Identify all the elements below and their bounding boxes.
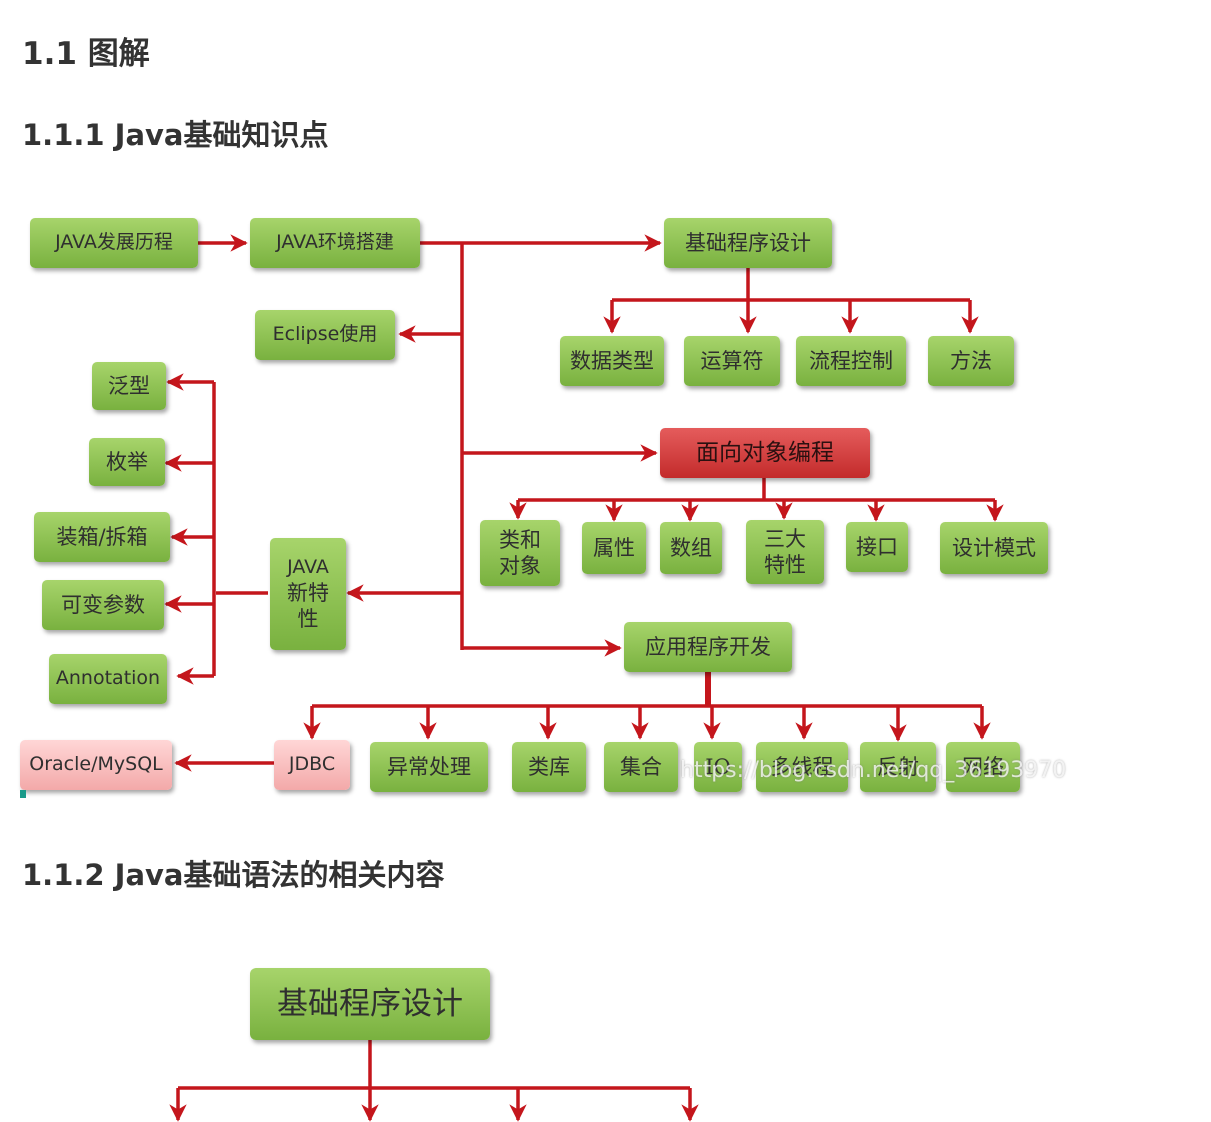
node-oracle-mysql: Oracle/MySQL (20, 740, 172, 790)
node-libraries: 类库 (512, 742, 586, 792)
node-reflection: 反射 (860, 742, 936, 792)
section-heading-1-1-1: 1.1.1 Java基础知识点 (22, 118, 329, 152)
node-three-features-line-2: 特性 (764, 553, 806, 577)
node-basic-design-root: 基础程序设计 (250, 968, 490, 1040)
section-heading-1-1-2: 1.1.2 Java基础语法的相关内容 (22, 858, 445, 892)
node-class-object: 类和 对象 (480, 520, 560, 586)
node-app-dev: 应用程序开发 (624, 622, 792, 672)
node-multithreading: 多线程 (756, 742, 848, 792)
node-annotation: Annotation (49, 654, 167, 704)
node-methods: 方法 (928, 336, 1014, 386)
node-network: 网络 (946, 742, 1020, 792)
node-new-features-line-2: 新特 (287, 580, 329, 605)
node-io: IO (694, 742, 742, 792)
node-new-features: JAVA 新特 性 (270, 538, 346, 650)
node-java-env: JAVA环境搭建 (250, 218, 420, 268)
node-eclipse: Eclipse使用 (255, 310, 395, 360)
node-oop: 面向对象编程 (660, 428, 870, 478)
section-heading-1-1: 1.1 图解 (22, 36, 150, 72)
node-class-object-line-1: 类和 (499, 527, 541, 552)
node-three-features-line-1: 三大 (764, 526, 806, 551)
node-jdbc: JDBC (274, 740, 350, 790)
node-data-types: 数据类型 (560, 336, 664, 386)
node-exceptions: 异常处理 (370, 742, 488, 792)
teal-marker (20, 790, 26, 798)
node-arrays: 数组 (660, 522, 722, 574)
node-attributes: 属性 (582, 522, 646, 574)
node-class-object-line-2: 对象 (499, 554, 541, 578)
node-operators: 运算符 (684, 336, 780, 386)
node-java-history: JAVA发展历程 (30, 218, 198, 268)
node-interfaces: 接口 (846, 522, 908, 572)
node-varargs: 可变参数 (42, 580, 164, 630)
node-new-features-line-1: JAVA (287, 555, 329, 578)
node-collections: 集合 (604, 742, 678, 792)
node-basic-design: 基础程序设计 (664, 218, 832, 268)
node-new-features-line-3: 性 (297, 606, 319, 631)
node-enums: 枚举 (89, 438, 165, 486)
node-three-features: 三大 特性 (746, 520, 824, 584)
node-flow-control: 流程控制 (796, 336, 906, 386)
node-design-patterns: 设计模式 (940, 522, 1048, 574)
node-generics: 泛型 (92, 362, 166, 410)
node-boxing: 装箱/拆箱 (34, 512, 170, 562)
